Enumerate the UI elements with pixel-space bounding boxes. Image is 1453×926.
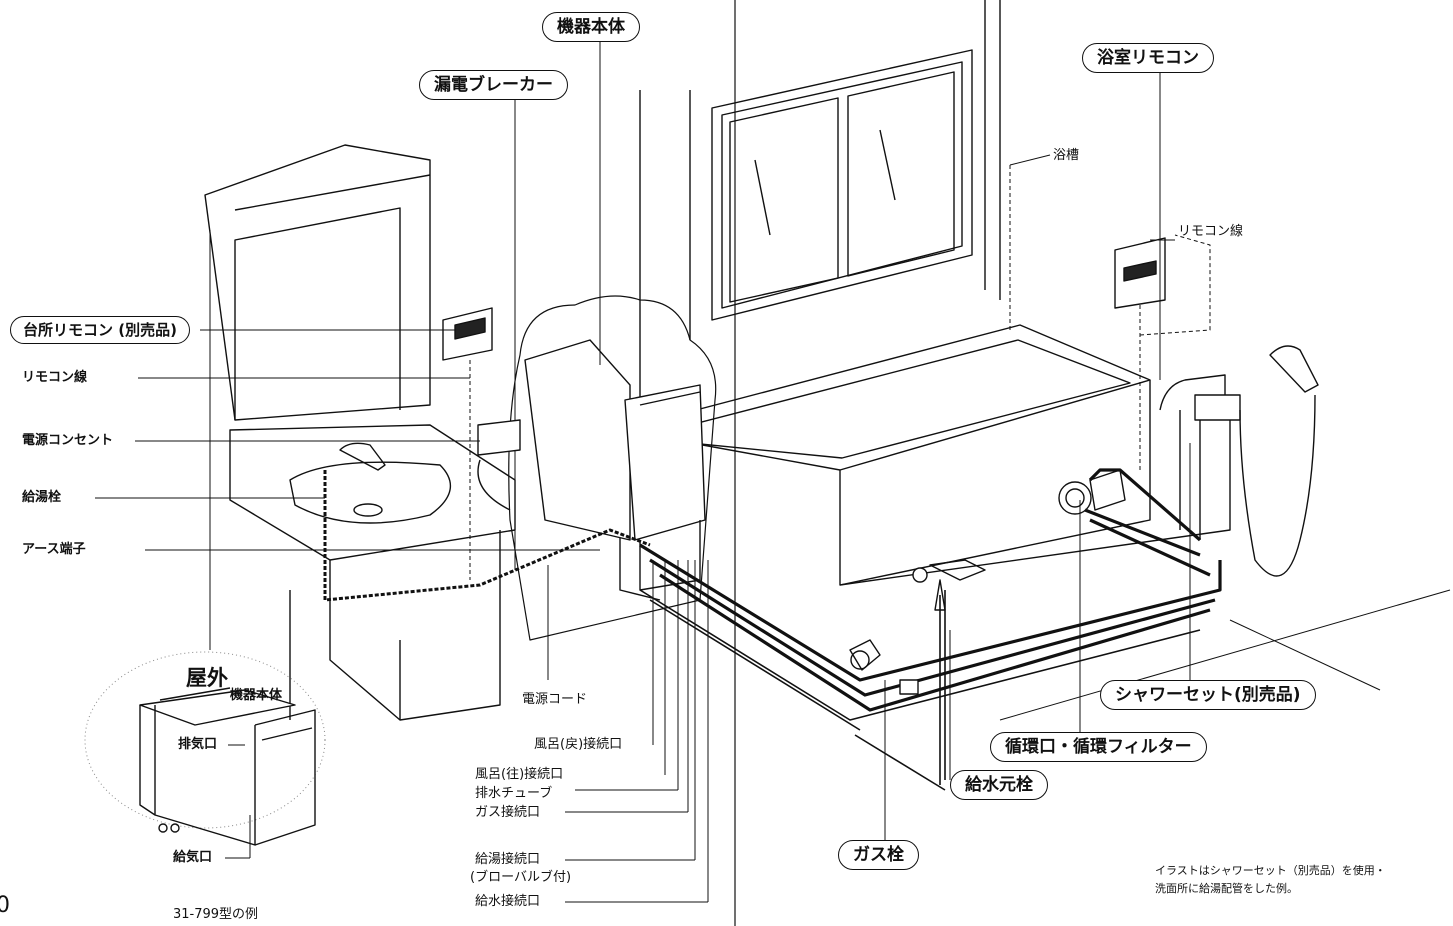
- bath-remote-drawing: [1114, 234, 1211, 470]
- vanity-drawing: [204, 144, 516, 721]
- label-circulation-filter: 循環口・循環フィルター: [990, 732, 1207, 762]
- label-remote-cable-kitchen: リモコン線: [22, 370, 88, 385]
- label-intake-port: 給気口: [173, 850, 213, 865]
- heater-unit-drawing: [508, 30, 717, 641]
- page-number: 0: [0, 893, 10, 918]
- label-outdoor-main-unit: 機器本体: [230, 688, 283, 703]
- label-drain-tube: 排水チューブ: [475, 786, 553, 801]
- outdoor-unit-drawing: [84, 651, 326, 846]
- label-kitchen-remote: 台所リモコン (別売品): [10, 316, 190, 344]
- label-blow-valve: (ブローバルブ付): [470, 870, 572, 885]
- label-bath-supply-port: 風呂(往)接続口: [475, 767, 564, 782]
- note-line-2: 洗面所に給湯配管をした例。: [1155, 882, 1298, 895]
- label-gas-valve: ガス栓: [838, 840, 919, 870]
- label-model-example: 31-799型の例: [173, 907, 259, 922]
- label-water-main-valve: 給水元栓: [950, 770, 1048, 800]
- label-power-cord: 電源コード: [522, 692, 588, 707]
- label-remote-cable-bath: リモコン線: [1178, 224, 1244, 239]
- label-hot-water-tap: 給湯栓: [22, 490, 62, 505]
- kitchen-remote-drawing: [442, 307, 521, 580]
- bathroom-wall: [639, 0, 1001, 420]
- label-power-outlet: 電源コンセント: [22, 433, 114, 448]
- label-bathtub: 浴槽: [1053, 148, 1080, 163]
- label-earth-leakage-breaker: 漏電ブレーカー: [419, 70, 568, 100]
- label-outdoor: 屋外: [186, 666, 228, 690]
- label-earth-terminal: アース端子: [22, 542, 86, 557]
- label-exhaust-port: 排気口: [178, 737, 218, 752]
- label-gas-connection: ガス接続口: [475, 805, 541, 820]
- leader-lines: [95, 70, 1451, 903]
- shower-set-drawing: [1159, 345, 1319, 577]
- label-bathroom-remote: 浴室リモコン: [1082, 43, 1214, 73]
- window: [711, 49, 973, 321]
- note-caption: イラストはシャワーセット（別売品）を使用・ 洗面所に給湯配管をした例。: [1155, 862, 1386, 898]
- piping: [639, 468, 1222, 712]
- circulation-fitting-drawing: [1058, 469, 1126, 515]
- note-line-1: イラストはシャワーセット（別売品）を使用・: [1155, 864, 1386, 877]
- earth-wire: [323, 470, 651, 602]
- label-shower-set: シャワーセット(別売品): [1100, 680, 1316, 710]
- label-bath-return-port: 風呂(戻)接続口: [534, 737, 623, 752]
- valve-drawings: [849, 559, 986, 695]
- label-hot-water-connection: 給湯接続口: [475, 852, 541, 867]
- label-water-connection: 給水接続口: [475, 894, 541, 909]
- label-heater-main-unit: 機器本体: [542, 12, 640, 42]
- bathtub: [619, 154, 1231, 601]
